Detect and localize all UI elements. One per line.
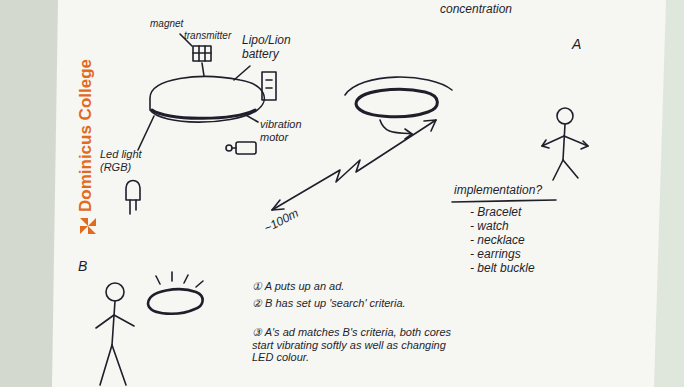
step-note-text: ① A puts up an ad. [252, 280, 344, 293]
college-emblem [80, 218, 96, 234]
motor-symbol [226, 142, 256, 154]
paper [52, 0, 666, 387]
wearable-device [356, 89, 437, 116]
part-name: Led light (RGB) [100, 148, 160, 173]
person-letter: B [78, 258, 87, 274]
distance-label-text: ~100m [262, 207, 301, 237]
part-name: transmitter [184, 30, 231, 42]
step-note-text: ③ A's ad matches B's criteria, both core… [252, 326, 462, 364]
chip-symbol [193, 46, 211, 76]
person-letter-text: B [78, 258, 87, 274]
stick-figure [542, 108, 588, 180]
step-note: ② B has set up 'search' criteria. [252, 297, 452, 310]
part-name-text: magnet [150, 18, 183, 30]
leader-line [234, 66, 250, 80]
list-item: - necklace [470, 234, 525, 248]
distance-label: ~100m [262, 207, 301, 237]
stick-figure [96, 283, 134, 385]
part-name: magnet [150, 18, 183, 30]
glow-rays [156, 272, 203, 287]
person-letter: A [572, 36, 581, 52]
wearable-device [150, 77, 264, 123]
list-item: - watch [470, 220, 509, 234]
wireless-link [272, 120, 436, 210]
list-heading-text: implementation? [454, 184, 542, 198]
college-logo-text: Dominicus College [76, 59, 96, 212]
device-edge [152, 110, 255, 118]
list-item: - Bracelet [470, 206, 521, 220]
leader-line [138, 116, 154, 150]
step-note-text: ② B has set up 'search' criteria. [252, 297, 452, 310]
wearable-device [148, 289, 203, 313]
list-item-text: - belt buckle [470, 262, 535, 276]
list-item-text: - Bracelet [470, 206, 521, 220]
signal-arc [345, 77, 452, 95]
list-heading: implementation? [454, 184, 542, 198]
heading-note: concentration [440, 3, 512, 17]
list-item-text: - earrings [470, 248, 521, 262]
college-logo: Dominicus College [76, 59, 96, 212]
part-name-text: vibration motor [260, 118, 320, 143]
list-item: - belt buckle [470, 262, 535, 276]
part-name-text: Led light (RGB) [100, 148, 160, 173]
step-note: ③ A's ad matches B's criteria, both core… [252, 326, 462, 364]
person-letter-text: A [572, 36, 581, 52]
underline [452, 200, 556, 202]
list-item-text: - necklace [470, 234, 525, 248]
list-item-text: - watch [470, 220, 509, 234]
part-name-text: transmitter [184, 30, 231, 42]
curved-arrow [380, 120, 412, 134]
part-name: Lipo/Lion battery [242, 34, 312, 62]
part-name-text: Lipo/Lion battery [242, 34, 312, 62]
leader-line [244, 114, 258, 122]
led-symbol [126, 181, 140, 215]
part-name: vibration motor [260, 118, 320, 143]
list-item: - earrings [470, 248, 521, 262]
battery-symbol [262, 72, 276, 100]
step-note: ① A puts up an ad. [252, 280, 344, 293]
heading-note-text: concentration [440, 3, 512, 17]
